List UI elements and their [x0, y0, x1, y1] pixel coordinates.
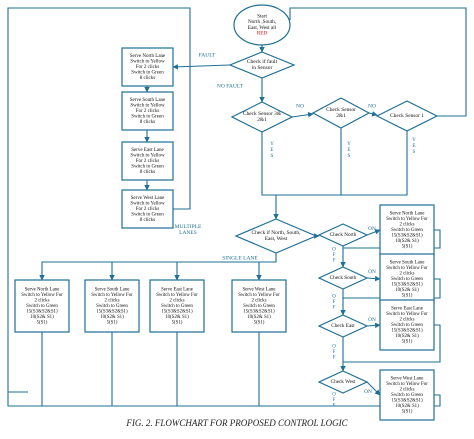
edge-yes-1: [261, 132, 279, 220]
connector-lines: [7, 7, 467, 407]
check-sensor-1-diamond: [375, 100, 439, 132]
edge-single: [39, 253, 277, 281]
check-sensor-1-diamond-label: Check Sensor 1: [390, 113, 424, 119]
check-dir-diamond-0-label: Check North: [330, 232, 357, 238]
edge-no-loop: [289, 7, 467, 117]
multi-serve-box-0: [379, 204, 435, 256]
edge-yes-3: [341, 131, 408, 196]
edge-fault-loop: [7, 7, 191, 393]
fault-serve-box-0: [121, 47, 174, 87]
edge-no-1: [291, 111, 314, 118]
fault-serve-box-1: [121, 91, 174, 131]
edge-on-w: [366, 381, 381, 396]
multi-serve-box-3: [379, 369, 435, 421]
no-label-2: NO: [368, 103, 376, 109]
multi-serve-box-1: [379, 253, 435, 305]
single-serve-box-3: [231, 279, 287, 333]
check-dir-diamond-3: [317, 370, 369, 394]
single-serve-box-1: [84, 279, 140, 333]
edge-ret-e: [343, 324, 441, 363]
edge-on-n: [366, 229, 381, 236]
check-dir-diamond-2-label: Check East: [331, 323, 355, 329]
single-lane-label: SINGLE LANE: [222, 255, 258, 261]
single-serve-box-2: [149, 279, 205, 333]
check-dir-diamond-3-label: Check West: [331, 379, 356, 385]
no-fault-label: NO FAULT: [217, 83, 244, 89]
check-sensor-321-diamond: [230, 101, 294, 133]
edge-on-s: [366, 275, 381, 282]
on-label-s: ON: [368, 269, 376, 275]
start-oval: [233, 4, 291, 46]
edge-on-e: [366, 322, 381, 329]
fault-label: FAULT: [199, 52, 216, 58]
on-label-e: ON: [368, 317, 376, 323]
fault-serve-box-3: [121, 189, 174, 229]
check-dir-diamond-2: [317, 314, 369, 338]
check-nsew-diamond-label: Check if North, South,East, West: [252, 229, 302, 242]
edge-ret-w: [7, 392, 441, 407]
on-label-n: ON: [368, 226, 376, 232]
check-sensor-21-diamond: [311, 97, 371, 129]
on-label-w: ON: [364, 389, 372, 395]
no-label-1: NO: [296, 103, 304, 109]
figure-caption: FIG. 2. FLOWCHART FOR PROPOSED CONTROL L…: [126, 418, 348, 428]
fault-serve-box-2: [121, 141, 174, 181]
check-dir-diamond-0: [317, 223, 369, 247]
edge-fault: [172, 64, 231, 70]
single-serve-box-0: [14, 279, 70, 333]
multi-serve-box-2: [379, 299, 435, 351]
edge-no-2: [368, 111, 378, 117]
check-sensor-321-diamond-label: Check Sensor 3&2&1: [243, 111, 282, 123]
check-nsew-diamond: [234, 218, 318, 254]
check-dir-diamond-1: [317, 266, 369, 290]
edge-yes-2: [276, 128, 342, 196]
check-dir-diamond-1-label: Check South: [330, 275, 357, 281]
check-fault-diamond: [228, 51, 296, 79]
